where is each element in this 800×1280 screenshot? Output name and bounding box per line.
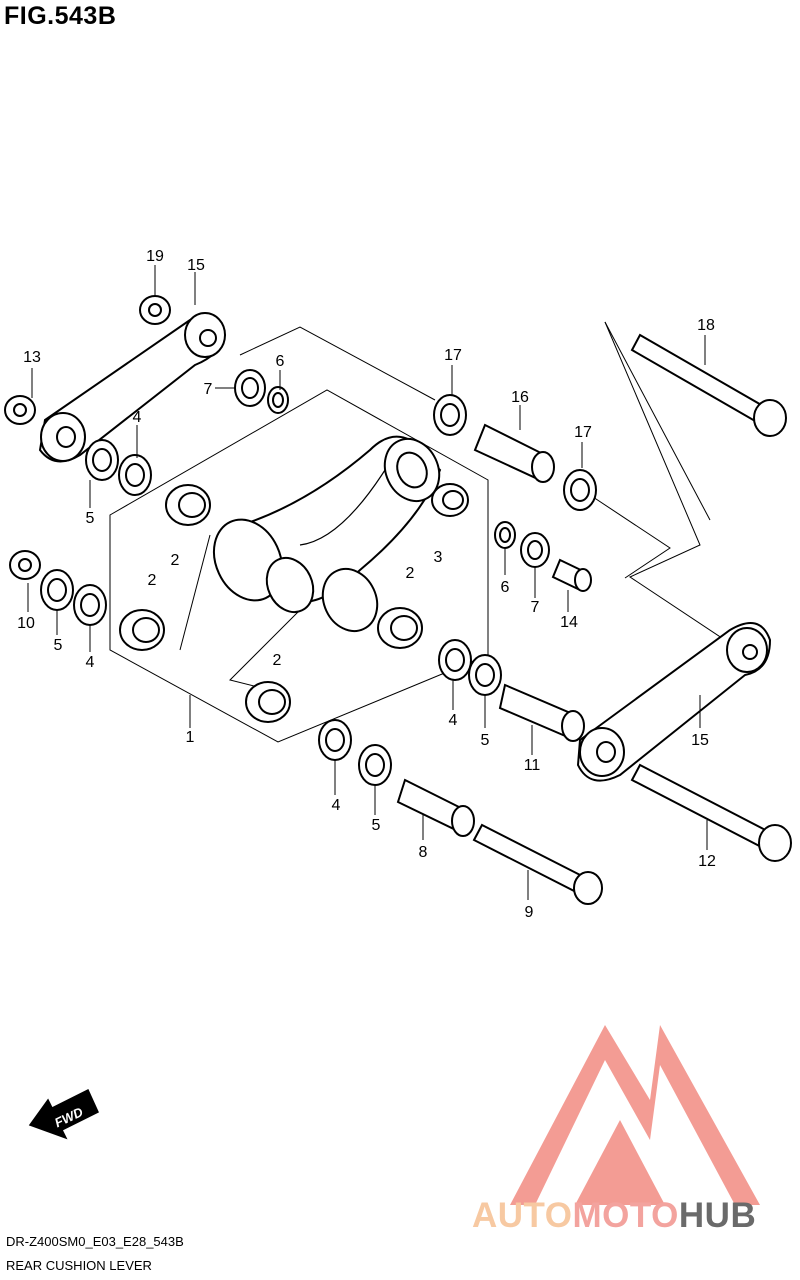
callout-label: 4 [86,654,95,671]
callout-label: 4 [449,712,458,729]
callout-label: 1 [186,729,195,746]
callout-label: 5 [86,510,95,527]
callout-label: 3 [434,549,443,566]
figure-caption: REAR CUSHION LEVER [6,1258,152,1273]
callout-labels: 19 15 13 7 6 4 5 17 16 18 17 2 3 2 2 2 1… [17,248,716,921]
bolts [472,333,792,905]
watermark-logo-icon [510,1025,760,1205]
callout-label: 13 [23,349,41,366]
brand-part-hub: HUB [678,1196,757,1235]
figure-title: FIG.543B [4,2,117,30]
needle-bearings [119,483,469,723]
callout-label: 4 [133,409,142,426]
sleeves [396,423,592,837]
callout-label: 14 [560,614,578,631]
callout-label: 9 [525,904,534,921]
callout-label: 8 [419,844,428,861]
callout-label: 5 [372,817,381,834]
callout-label: 7 [531,599,540,616]
callout-label: 2 [171,552,180,569]
callout-label: 4 [332,797,341,814]
callout-label: 2 [273,652,282,669]
lower-cushion-rod [576,621,772,782]
callout-label: 10 [17,615,35,632]
fwd-arrow-icon: FWD [28,1088,99,1140]
callout-label: 6 [501,579,510,596]
callout-label: 5 [481,732,490,749]
callout-label: 17 [444,347,462,364]
upper-cushion-rod [38,312,227,463]
brand-part-auto: AUTO [472,1196,573,1235]
callout-label: 11 [524,757,541,774]
callout-label: 17 [574,424,592,441]
callout-label: 12 [698,853,716,870]
callout-label: 19 [146,248,164,265]
figure-code: DR-Z400SM0_E03_E28_543B [6,1234,184,1249]
callout-label: 6 [276,353,285,370]
callout-label: 15 [691,732,709,749]
brand-part-moto: MOTO [572,1196,679,1235]
leader-lines [27,265,708,900]
callout-label: 18 [697,317,715,334]
callout-label: 5 [54,637,63,654]
callout-label: 16 [511,389,529,406]
callout-label: 2 [148,572,157,589]
brand-wordmark: AUTOMOTOHUB [472,1196,756,1236]
callout-label: 2 [406,565,415,582]
cushion-lever [212,435,442,633]
callout-label: 15 [187,257,205,274]
washers-and-seals [4,295,597,786]
callout-label: 7 [204,381,213,398]
